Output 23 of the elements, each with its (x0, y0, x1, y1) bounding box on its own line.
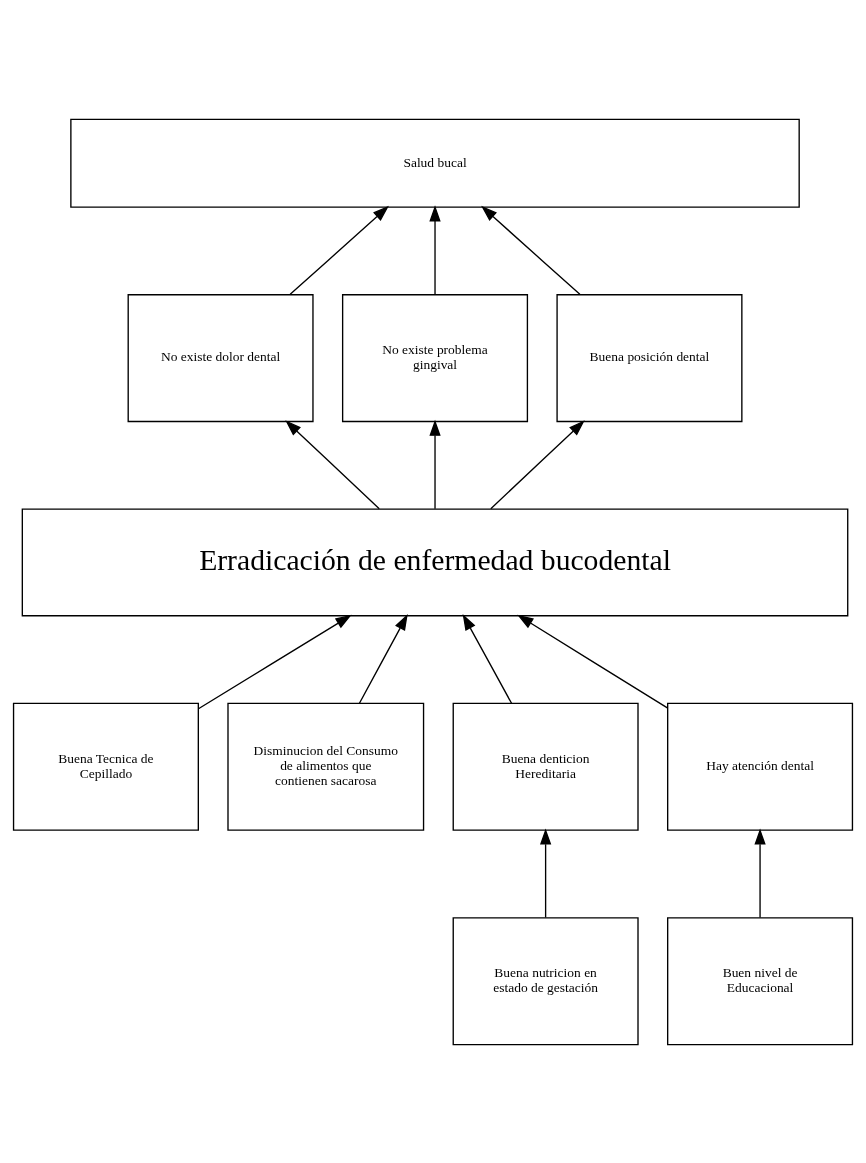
node-box: Buena Tecnica de Cepillado (12, 702, 199, 831)
arrow (490, 419, 585, 509)
arrow (481, 205, 581, 295)
node-box: Buen nivel de Educacional (667, 916, 854, 1045)
arrow (358, 613, 408, 704)
arrow (429, 419, 441, 509)
arrow (289, 205, 389, 295)
node-box: Buena nutricion en estado de gestación (452, 916, 639, 1045)
node-box: Hay atención dental (667, 702, 854, 831)
arrow (197, 614, 352, 709)
node-box: No existe problema gingival (341, 293, 529, 422)
node-box: Buena denticion Hereditaria (452, 702, 639, 831)
arrow (539, 827, 552, 918)
node-box: Disminucion del Consumo de alimentos que contienen sacarosa (227, 702, 425, 831)
node-box: Salud bucal (70, 118, 800, 208)
arrow (462, 613, 513, 704)
arrow (517, 614, 669, 709)
node-box: No existe dolor dental (127, 293, 314, 422)
arrow (285, 419, 380, 509)
arrow (429, 204, 441, 295)
node-box: Erradicación de enfermedad bucodental (21, 508, 849, 616)
node-box: Buena posición dental (556, 293, 743, 422)
arrow (754, 827, 766, 918)
